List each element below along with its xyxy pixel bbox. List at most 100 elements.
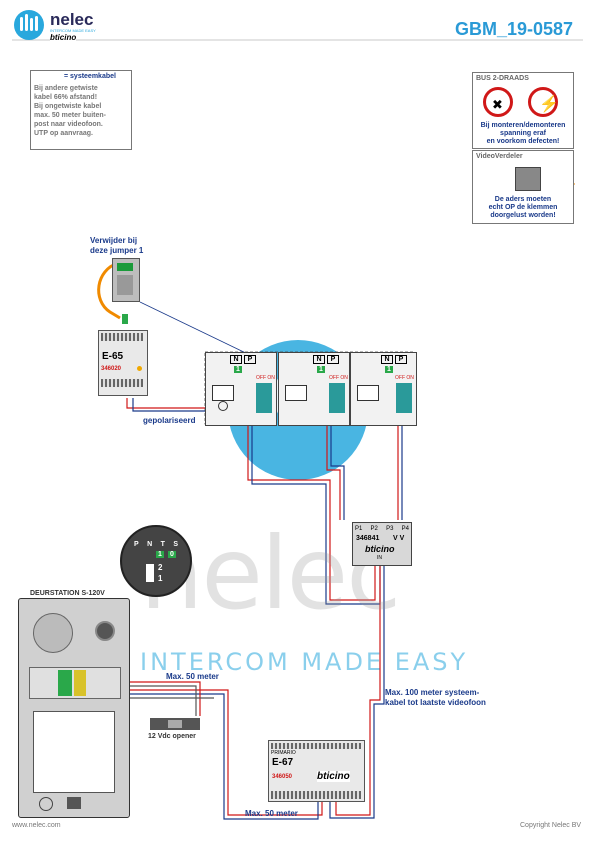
jumper-icon bbox=[122, 314, 128, 324]
jd-value-1: 1 bbox=[156, 551, 164, 558]
max50-top-label: Max. 50 meter bbox=[166, 672, 219, 681]
bticino-logo: bticino bbox=[50, 33, 77, 42]
monitor-n-label: N bbox=[230, 355, 242, 364]
monitor-p-label: P bbox=[395, 355, 407, 364]
legend-line-3: kabel 66% afstand! bbox=[34, 94, 98, 101]
distributor-thumb-icon bbox=[515, 167, 541, 191]
max100-label-2: kabel tot laatste videofoon bbox=[385, 698, 486, 707]
legend-line-2: Bij andere getwiste bbox=[34, 85, 98, 92]
jd-header-s: S bbox=[173, 541, 178, 548]
jumper-note-2: deze jumper 1 bbox=[90, 246, 144, 255]
monitor-n-label: N bbox=[381, 355, 393, 364]
dist-port-p3: P3 bbox=[386, 526, 394, 532]
jd-jumper-icon bbox=[146, 564, 154, 582]
bus-warning-3: en voorkom defecten! bbox=[486, 138, 560, 145]
power-supply-e67: PRIMARIO E-67 346050 bticino bbox=[268, 740, 365, 802]
monitor-offon: OFF ON bbox=[329, 375, 348, 381]
max50-bottom-label: Max. 50 meter bbox=[245, 809, 298, 818]
jumper-callout-arrow bbox=[97, 261, 121, 320]
bus-warning-1: Bij monteren/demonteren bbox=[480, 122, 566, 129]
door-station bbox=[18, 598, 130, 818]
dist-vv: V V bbox=[393, 535, 405, 542]
e67-brand: bticino bbox=[317, 771, 350, 782]
monitor-offon: OFF ON bbox=[256, 375, 275, 381]
jd-header-p: P bbox=[134, 541, 139, 548]
psu-model: E-65 bbox=[102, 351, 124, 362]
psu-led-icon bbox=[137, 366, 142, 371]
screw-icon bbox=[39, 797, 53, 811]
monitor-dip: 1 bbox=[234, 366, 242, 373]
no-power-icon: ⚡ bbox=[528, 87, 559, 117]
jd-header-t: T bbox=[160, 541, 165, 548]
jumper-note-1: Verwijder bij bbox=[90, 236, 138, 245]
legend-line-7: UTP op aanvraag. bbox=[34, 130, 94, 137]
jd-value-0: 0 bbox=[168, 551, 176, 558]
monitor-p-label: P bbox=[244, 355, 256, 364]
dist-brand: bticino bbox=[365, 544, 395, 554]
e67-code: 346050 bbox=[272, 774, 293, 780]
e67-model: E-67 bbox=[272, 757, 294, 768]
no-plug-icon: ✖ bbox=[483, 87, 513, 117]
monitor-dip: 1 bbox=[317, 366, 325, 373]
video-distributor: P1 P2 P3 P4 346841 V V bticino IN bbox=[352, 522, 412, 566]
bus-warning-2: spanning eraf bbox=[500, 130, 546, 137]
psu-code: 346020 bbox=[101, 366, 122, 372]
max100-label-1: Max. 100 meter systeem- bbox=[385, 688, 480, 697]
footer-website[interactable]: www.nelec.com bbox=[12, 822, 61, 829]
opener-label: 12 Vdc opener bbox=[148, 733, 196, 740]
bus-warning-box: BUS 2-DRAADS ✖ ⚡ Bij monteren/demonteren… bbox=[472, 72, 574, 149]
base-mount bbox=[67, 797, 81, 809]
dist-port-p1: P1 bbox=[355, 526, 363, 532]
monitor-offon: OFF ON bbox=[395, 375, 414, 381]
footer-copyright: Copyright Nelec BV bbox=[520, 822, 582, 829]
videoverdeler-box: VideoVerdeler De aders moeten echt OP de… bbox=[472, 150, 574, 224]
videoverdeler-title: VideoVerdeler bbox=[476, 153, 523, 160]
monitor-terminal bbox=[329, 383, 345, 413]
legend-line-5: max. 50 meter buiten- bbox=[34, 112, 106, 119]
monitor-n-label: N bbox=[313, 355, 325, 364]
speaker-icon bbox=[33, 613, 73, 653]
monitor-unit-2: N P 1 OFF ON bbox=[278, 352, 350, 426]
monitor-screen-icon bbox=[357, 385, 379, 401]
brand-name: nelec bbox=[50, 10, 94, 29]
monitor-terminal bbox=[396, 383, 412, 413]
legend-line-1: = systeemkabel bbox=[64, 73, 116, 80]
monitor-terminal bbox=[256, 383, 272, 413]
document-id: GBM_19-0587 bbox=[455, 19, 574, 39]
legend-line-4: Bij ongetwiste kabel bbox=[34, 103, 102, 110]
bus-title: BUS 2-DRAADS bbox=[476, 75, 529, 82]
door-station-title: DEURSTATION S-120V bbox=[30, 590, 105, 597]
videoverdeler-note-2: echt OP de klemmen bbox=[488, 204, 558, 211]
button-panel bbox=[33, 711, 115, 793]
monitor-screen-icon bbox=[285, 385, 307, 401]
brand-tagline: INTERCOM MADE EASY bbox=[50, 28, 96, 33]
power-supply-e65: E-65 346020 bbox=[98, 330, 148, 396]
dist-in-label: IN bbox=[377, 555, 382, 561]
dist-port-p2: P2 bbox=[370, 526, 378, 532]
legend-box: = systeemkabel Bij andere getwiste kabel… bbox=[30, 70, 132, 150]
e67-top-label: PRIMARIO bbox=[271, 750, 296, 756]
polarized-label: gepolariseerd bbox=[143, 416, 196, 425]
dist-code: 346841 bbox=[356, 535, 380, 542]
jumper-pointer bbox=[139, 301, 253, 357]
door-jumper-detail: P N T S 1 0 2 1 bbox=[120, 525, 192, 597]
dist-port-p4: P4 bbox=[401, 526, 409, 532]
camera-icon bbox=[95, 621, 115, 641]
videoverdeler-note-3: doorgelust worden! bbox=[490, 212, 556, 219]
jd-pin-2: 2 bbox=[158, 563, 163, 572]
nelec-logo-icon bbox=[14, 10, 44, 40]
monitor-unit-1: N P 1 OFF ON bbox=[205, 352, 277, 426]
watermark-tagline: INTERCOM MADE EASY bbox=[140, 648, 469, 676]
monitor-button-icon bbox=[218, 401, 228, 411]
monitor-screen-icon bbox=[212, 385, 234, 401]
legend-line-6: post naar videofoon. bbox=[34, 121, 103, 128]
jd-header-n: N bbox=[147, 541, 153, 548]
door-opener-icon bbox=[150, 718, 200, 730]
monitor-p-label: P bbox=[327, 355, 339, 364]
jd-pin-1: 1 bbox=[158, 574, 163, 583]
videoverdeler-note-1: De aders moeten bbox=[494, 196, 552, 203]
monitor-dip: 1 bbox=[385, 366, 393, 373]
terminal-block bbox=[29, 667, 121, 699]
jumper-board-icon bbox=[112, 258, 140, 302]
monitor-unit-3: N P 1 OFF ON bbox=[350, 352, 417, 426]
